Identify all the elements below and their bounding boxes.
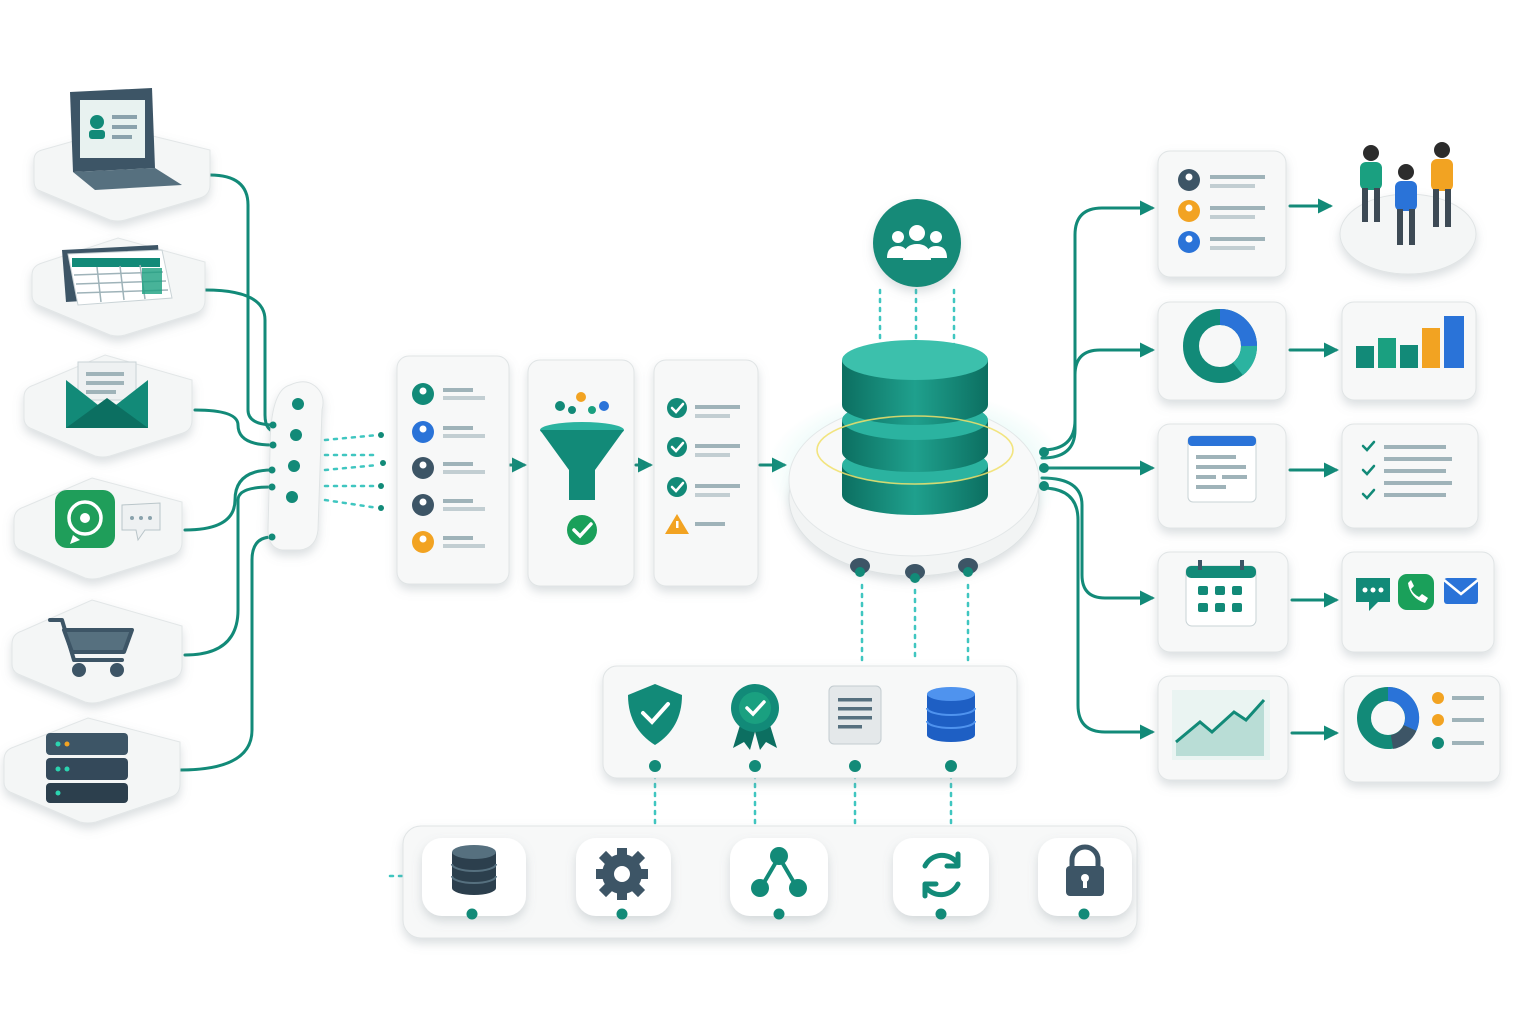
database-stack-icon	[451, 845, 497, 895]
output-card-user-profiles[interactable]	[1157, 150, 1287, 278]
connector-source-5	[183, 485, 272, 657]
infrastructure-bar	[402, 825, 1138, 939]
database-cylinder-icon	[816, 340, 1014, 515]
collector-ports	[268, 398, 304, 541]
infra-node-network[interactable]	[730, 838, 828, 920]
infra-node-sync[interactable]	[893, 838, 989, 920]
document-icon[interactable]	[828, 685, 882, 745]
connector-output-4	[1040, 476, 1155, 606]
source-card-email[interactable]	[23, 354, 193, 458]
user-list-icon	[1178, 169, 1265, 253]
contact-list-icon	[412, 383, 485, 553]
processing-card-contact-list[interactable]	[396, 355, 510, 585]
email-envelope-icon	[66, 361, 148, 428]
network-nodes-icon	[751, 847, 807, 897]
output-card-trend-chart[interactable]	[1157, 675, 1289, 781]
whatsapp-chat-icon	[55, 490, 115, 548]
processing-stage	[396, 355, 759, 587]
output-card-analytics-donut[interactable]	[1157, 301, 1287, 401]
shopping-cart-icon	[48, 618, 134, 677]
spreadsheet-icon	[62, 245, 173, 306]
message-bubble-icon	[1356, 578, 1390, 611]
connector-source-1	[208, 173, 277, 427]
infra-node-lock[interactable]	[1038, 838, 1132, 920]
dotted-collector-1	[323, 433, 380, 442]
connector-source-4	[183, 468, 274, 532]
source-card-server[interactable]	[3, 717, 181, 824]
connector-source-3	[193, 408, 274, 447]
result-communication-channels[interactable]	[1341, 551, 1495, 653]
gear-icon	[596, 848, 648, 900]
chat-bubble-icon	[121, 502, 161, 542]
calendar-icon	[1185, 560, 1257, 627]
central-hub	[766, 199, 1066, 583]
dotted-collector-3	[323, 463, 380, 472]
donut-legend-icon	[1357, 686, 1484, 749]
source-card-ecommerce[interactable]	[11, 599, 183, 704]
output-card-web-form[interactable]	[1157, 423, 1287, 529]
dotted-collector-5	[323, 498, 380, 510]
connectors	[178, 173, 1339, 772]
server-rack-icon	[46, 733, 128, 803]
lock-icon	[1066, 844, 1104, 896]
connector-output-2	[1040, 342, 1155, 460]
infra-node-settings[interactable]	[576, 838, 671, 920]
governance-panel	[602, 665, 1018, 779]
connector-output-1	[1040, 200, 1155, 452]
source-card-laptop[interactable]	[33, 88, 211, 222]
funnel-icon	[540, 392, 624, 545]
task-checklist-icon	[1361, 440, 1452, 500]
mail-icon	[1444, 578, 1478, 604]
infra-node-database[interactable]	[422, 838, 526, 920]
result-task-checklist[interactable]	[1341, 423, 1479, 529]
output-card-calendar[interactable]	[1157, 551, 1289, 653]
bar-chart-icon	[1356, 316, 1464, 368]
result-donut-legend[interactable]	[1343, 675, 1501, 783]
line-chart-icon	[1172, 690, 1270, 760]
connector-source-6	[178, 535, 274, 772]
laptop-profile-icon	[70, 88, 182, 190]
browser-window-icon	[1187, 435, 1257, 503]
donut-chart-icon	[1183, 309, 1257, 383]
processing-card-validation[interactable]	[653, 359, 759, 587]
database-icon[interactable]	[926, 687, 976, 742]
result-people-group[interactable]	[1339, 142, 1477, 275]
phone-icon	[1398, 574, 1434, 610]
award-badge-icon[interactable]	[731, 684, 779, 750]
checklist-icon	[665, 398, 740, 534]
processing-card-filter[interactable]	[527, 359, 635, 587]
source-card-spreadsheet[interactable]	[31, 237, 206, 337]
users-group-badge[interactable]	[873, 199, 961, 287]
result-bar-chart[interactable]	[1341, 301, 1477, 401]
users-group-icon	[887, 225, 947, 260]
people-group-icon	[1360, 142, 1453, 245]
outputs-column	[1157, 142, 1501, 783]
connector-output-5	[1040, 486, 1155, 740]
communication-channels-icon	[1356, 574, 1479, 611]
sources-column	[3, 88, 211, 824]
source-card-chat[interactable]	[13, 477, 183, 580]
collector-hub	[267, 381, 386, 551]
shield-check-icon[interactable]	[628, 684, 682, 745]
sync-icon	[922, 851, 961, 899]
